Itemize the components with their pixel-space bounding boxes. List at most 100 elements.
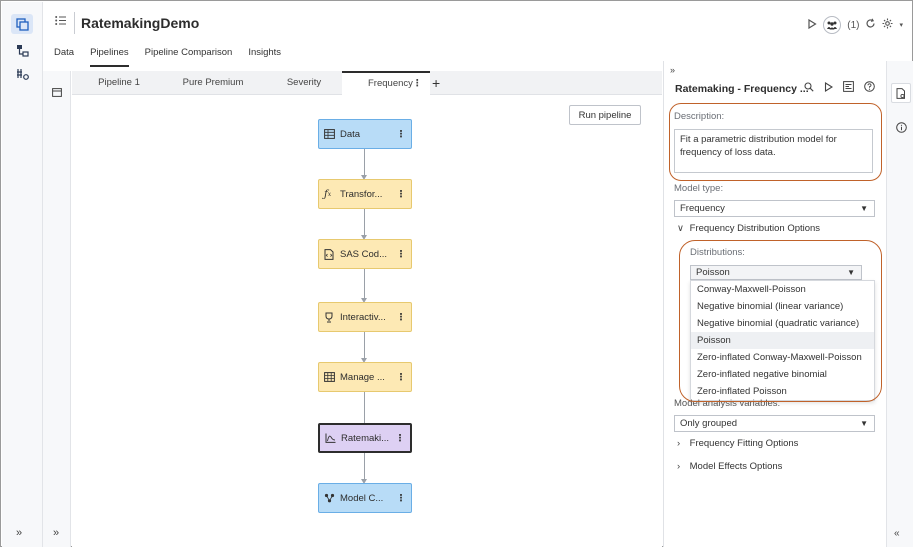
node-data[interactable]: Data ⋮ (318, 119, 412, 149)
node-label: Model C... (340, 492, 384, 504)
search-icon[interactable] (804, 81, 814, 95)
settings-gear-icon[interactable] (882, 18, 893, 32)
node-kebab-icon[interactable]: ⋮ (396, 492, 406, 504)
app-header: RatemakingDemo (1) ▾ (43, 2, 913, 46)
nav-tab-insights[interactable]: Insights (248, 47, 282, 58)
document-settings-icon (896, 87, 905, 99)
top-nav: Data Pipelines Pipeline Comparison Insig… (43, 47, 663, 67)
connector-arrow (361, 235, 367, 240)
header-actions: (1) ▾ (807, 16, 903, 34)
connector-arrow (361, 358, 367, 363)
panel-toolbar (804, 81, 875, 95)
node-model-comparison[interactable]: Model C... ⋮ (318, 483, 412, 513)
users-count: (1) (847, 19, 860, 31)
model-analysis-value: Only grouped (680, 418, 738, 429)
connector (364, 269, 365, 298)
node-kebab-icon[interactable]: ⋮ (396, 371, 406, 383)
help-icon[interactable] (864, 81, 875, 95)
model-analysis-select[interactable]: Only grouped ▼ (674, 415, 875, 432)
chevron-down-icon[interactable]: ▾ (899, 22, 903, 29)
tab-pipeline-1[interactable]: Pipeline 1 (98, 77, 140, 88)
nav-tab-pipelines[interactable]: Pipelines (90, 47, 129, 67)
code-file-icon (324, 248, 336, 260)
tab-kebab-icon[interactable]: ⋮ (412, 78, 423, 89)
tab-frequency[interactable]: Frequency ⋮ (342, 71, 430, 95)
tab-severity[interactable]: Severity (286, 77, 322, 88)
chevron-right-icon: › (677, 461, 681, 472)
frequency-fitting-section[interactable]: › Frequency Fitting Options (677, 438, 798, 449)
frequency-distribution-section[interactable]: ∨ Frequency Distribution Options (677, 223, 820, 234)
distributions-label: Distributions: (690, 247, 745, 258)
model-type-value: Frequency (680, 203, 725, 214)
node-label: Ratemaki... (341, 432, 390, 444)
trophy-icon (324, 312, 336, 323)
distribution-option[interactable]: Zero-inflated Conway-Maxwell-Poisson (697, 352, 862, 363)
distribution-option-selected[interactable]: Poisson (691, 332, 874, 349)
node-kebab-icon[interactable]: ⋮ (395, 432, 405, 444)
model-effects-section[interactable]: › Model Effects Options (677, 461, 782, 472)
node-label: Data (340, 128, 361, 140)
subrail-expand-icon[interactable]: » (53, 527, 60, 539)
model-effects-label: Model Effects Options (689, 461, 783, 472)
rail-expand-icon[interactable]: » (16, 527, 23, 539)
tab-pure-premium[interactable]: Pure Premium (182, 77, 244, 88)
properties-panel: » Ratemaking - Frequency ... Description… (663, 61, 886, 547)
node-label: Manage ... (340, 371, 385, 383)
model-type-select[interactable]: Frequency ▼ (674, 200, 875, 217)
connector (364, 209, 365, 235)
menu-list-icon[interactable] (55, 15, 67, 29)
flow-icon (16, 44, 29, 57)
run-icon[interactable] (807, 18, 817, 32)
distribution-option[interactable]: Negative binomial (linear variance) (697, 301, 844, 312)
frequency-fitting-label: Frequency Fitting Options (689, 438, 799, 449)
panel-collapse-icon[interactable]: » (670, 65, 676, 75)
distribution-option[interactable]: Negative binomial (quadratic variance) (697, 318, 860, 329)
nav-tab-data[interactable]: Data (54, 47, 75, 58)
rail-model-button[interactable] (11, 64, 33, 84)
distribution-option[interactable]: Zero-inflated negative binomial (697, 369, 827, 380)
page-title: RatemakingDemo (81, 15, 200, 31)
distributions-value: Poisson (696, 267, 730, 278)
node-kebab-icon[interactable]: ⋮ (396, 248, 406, 260)
rail-pipelines-button[interactable] (11, 14, 33, 34)
refresh-icon[interactable] (865, 18, 876, 32)
connector (364, 332, 365, 358)
node-kebab-icon[interactable]: ⋮ (396, 128, 406, 140)
pages-icon (15, 17, 29, 31)
node-interactive[interactable]: Interactiv... ⋮ (318, 302, 412, 332)
node-manage-variables[interactable]: Manage ... ⋮ (318, 362, 412, 392)
distributions-select[interactable]: Poisson ▼ (690, 265, 862, 280)
nav-tab-pipeline-comparison[interactable]: Pipeline Comparison (144, 47, 233, 58)
connector (364, 149, 365, 175)
node-properties-button[interactable] (891, 83, 911, 103)
chevron-down-icon: ▼ (860, 419, 868, 428)
description-textarea[interactable]: Fit a parametric distribution model for … (674, 129, 873, 173)
strip-collapse-icon[interactable]: « (894, 528, 900, 539)
info-button[interactable] (891, 117, 911, 137)
node-sas-code[interactable]: SAS Cod... ⋮ (318, 239, 412, 269)
nodes-panel-icon[interactable] (52, 88, 62, 100)
connector (364, 452, 365, 479)
add-tab-icon[interactable]: + (432, 75, 441, 91)
connector-arrow (361, 175, 367, 180)
chevron-down-icon: ▼ (860, 204, 868, 213)
pipeline-side-rail: » (43, 71, 71, 547)
node-kebab-icon[interactable]: ⋮ (396, 311, 406, 323)
node-kebab-icon[interactable]: ⋮ (396, 188, 406, 200)
panel-title: Ratemaking - Frequency ... (675, 83, 809, 95)
chevron-down-icon: ∨ (677, 223, 684, 234)
results-icon[interactable] (843, 81, 854, 95)
chevron-down-icon: ▼ (847, 268, 855, 277)
run-pipeline-button[interactable]: Run pipeline (569, 105, 641, 125)
run-node-icon[interactable] (824, 81, 834, 95)
distribution-option[interactable]: Conway-Maxwell-Poisson (697, 284, 806, 295)
chevron-right-icon: › (677, 438, 681, 449)
distribution-option[interactable]: Zero-inflated Poisson (697, 386, 787, 397)
model-type-label: Model type: (674, 183, 724, 194)
users-icon[interactable] (823, 16, 842, 34)
rail-flow-button[interactable] (11, 40, 33, 60)
node-ratemaking-frequency[interactable]: Ratemaki... ⋮ (318, 423, 412, 453)
